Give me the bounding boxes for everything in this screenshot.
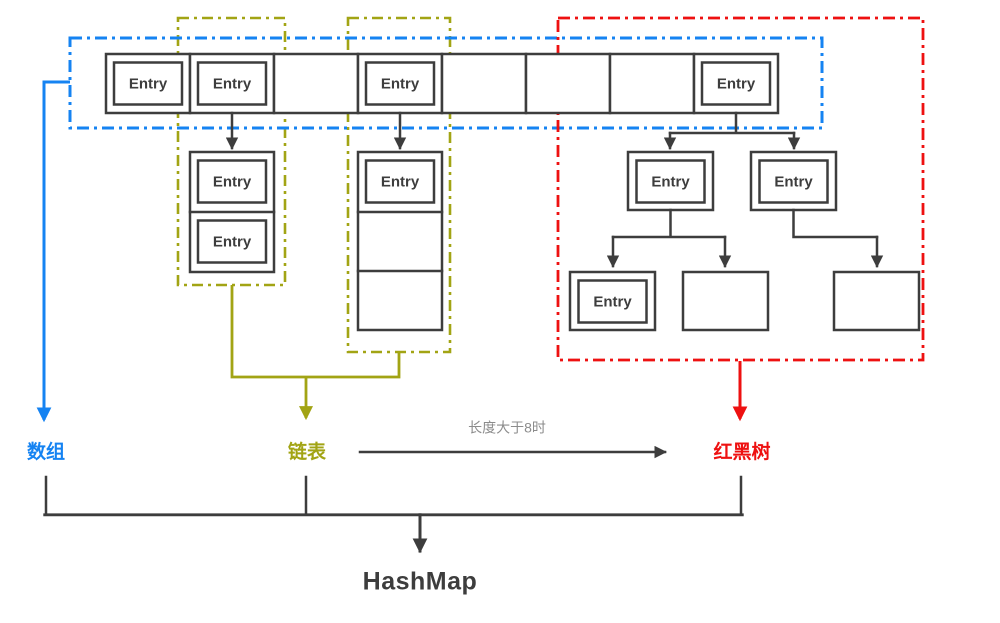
list1-entry-box xyxy=(196,159,268,204)
tree-root-connector xyxy=(668,111,796,135)
array-entry-box xyxy=(112,61,184,106)
tree-label: 红黑树 xyxy=(713,440,770,463)
array-cell xyxy=(272,52,360,115)
linkedlist-merge-connector xyxy=(230,285,401,379)
array-entry-box xyxy=(196,61,268,106)
tree-leaf-empty-box xyxy=(681,270,770,332)
tree-leaf-empty-box xyxy=(832,270,921,332)
array-cell xyxy=(524,52,612,115)
list2-entry-box xyxy=(364,159,436,204)
linkedlist-region-1 xyxy=(176,16,287,287)
diagram-title: HashMap xyxy=(363,568,478,596)
entry-label: Entry xyxy=(774,173,813,190)
array-entry-box xyxy=(364,61,436,106)
linkedlist-label: 链表 xyxy=(288,440,327,463)
entry-label: Entry xyxy=(129,75,168,92)
list2-container xyxy=(356,150,444,332)
array-cell xyxy=(440,52,528,115)
array-region xyxy=(68,36,824,130)
array-entry-box xyxy=(700,61,772,106)
entry-label: Entry xyxy=(213,75,252,92)
entry-label: Entry xyxy=(593,293,632,310)
tree-region xyxy=(556,16,925,362)
entry-label: Entry xyxy=(381,75,420,92)
structure-group xyxy=(43,52,921,554)
condition-label: 长度大于8时 xyxy=(468,420,546,436)
array-cell xyxy=(188,52,276,115)
entry-label: Entry xyxy=(717,75,756,92)
tree-right-child-connector xyxy=(792,208,879,239)
list1-entry-box xyxy=(196,219,268,264)
tree-node-entry-box xyxy=(758,159,829,204)
array-label: 数组 xyxy=(27,440,65,463)
entry-label: Entry xyxy=(381,173,420,190)
entry-label: Entry xyxy=(213,173,252,190)
tree-left-children-connector xyxy=(611,208,727,239)
entry-labels: Entry Entry Entry Entry Entry Entry Entr… xyxy=(129,75,814,310)
entry-label: Entry xyxy=(651,173,690,190)
entry-label: Entry xyxy=(213,233,252,250)
array-cell xyxy=(692,52,780,115)
tree-leaf-entry-box xyxy=(577,279,648,324)
array-cell xyxy=(608,52,696,115)
tree-node-entry-box xyxy=(635,159,706,204)
array-pointer-arrow xyxy=(36,80,70,423)
